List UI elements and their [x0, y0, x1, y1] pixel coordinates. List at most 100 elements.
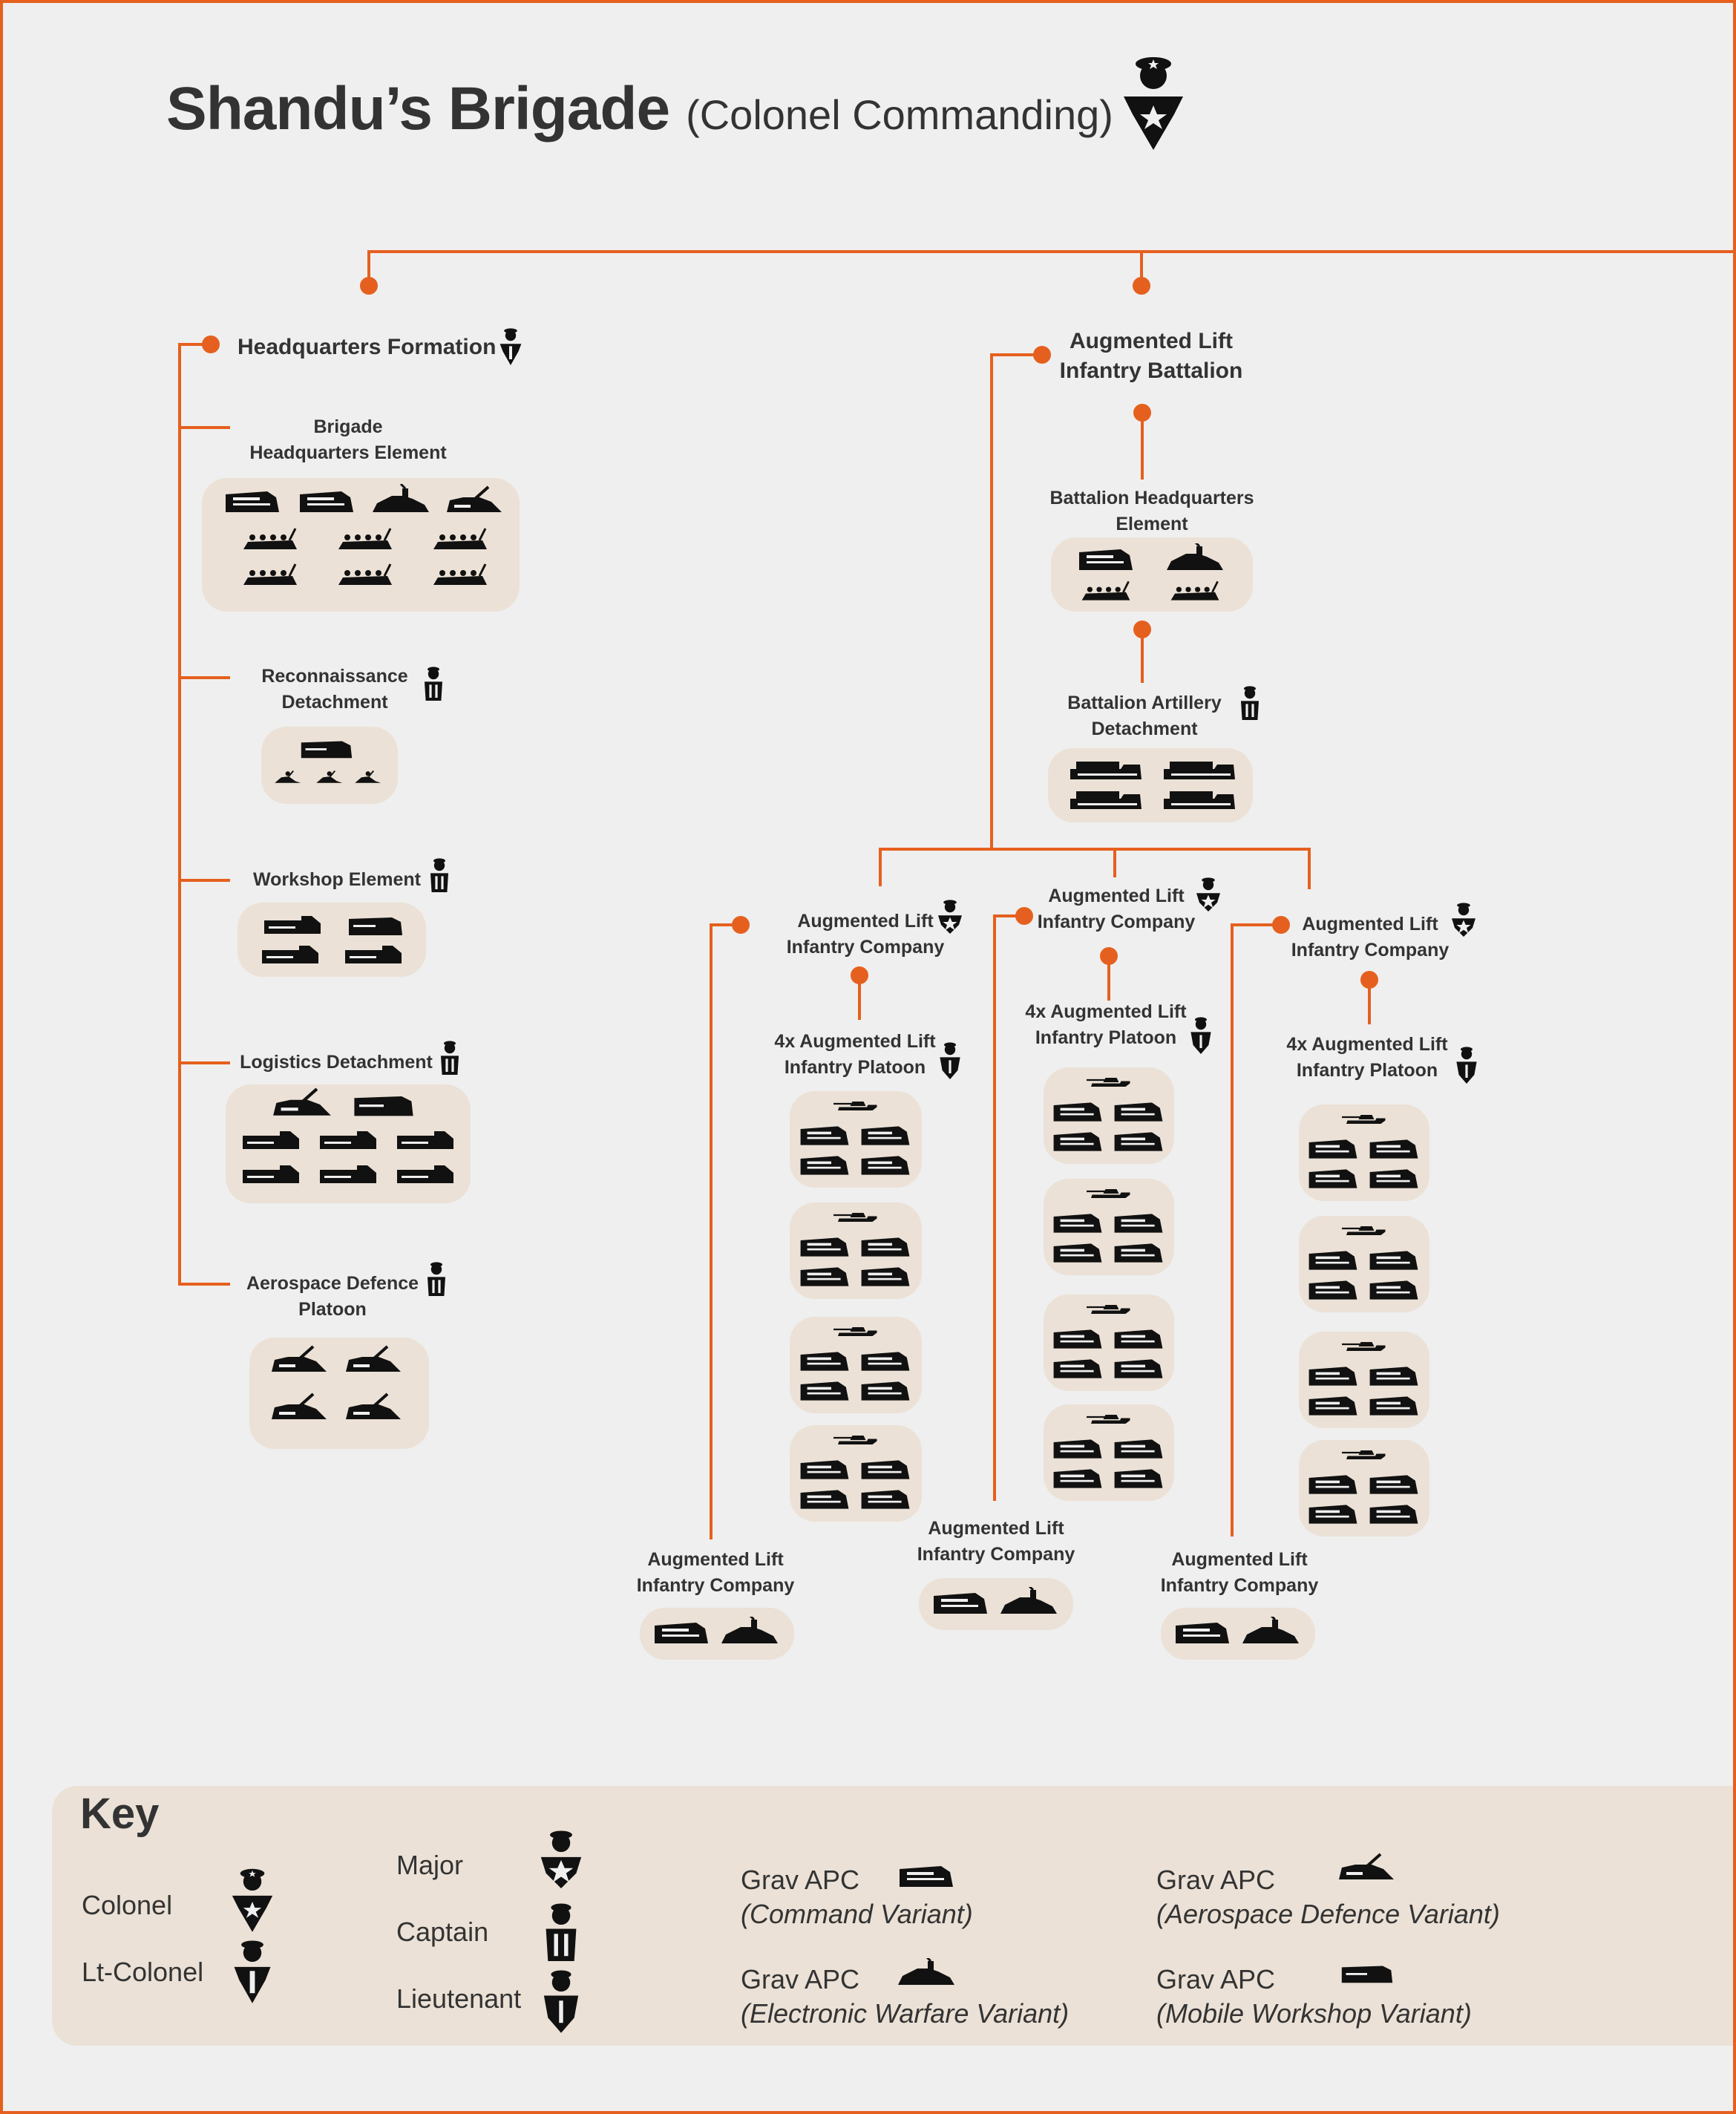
captain-rank-icon — [1235, 684, 1265, 726]
grav-apc-icon — [1051, 1128, 1104, 1155]
key-lt-colonel-label: Lt-Colonel — [82, 1957, 204, 1987]
grav-apc-icon — [1051, 1326, 1104, 1352]
grav-tank-icon — [1079, 1185, 1139, 1207]
connector-hq-drop — [367, 250, 370, 286]
grav-apc-icon — [859, 1122, 912, 1149]
grav-tank-icon — [1079, 1410, 1139, 1433]
grav-apc-ad-icon — [270, 1344, 330, 1379]
grav-apc-workshop-icon — [1339, 1958, 1395, 1988]
aerospace-box — [249, 1338, 429, 1449]
grav-apc-icon — [1112, 1355, 1165, 1382]
lt-colonel-rank-icon — [227, 1937, 278, 2009]
key-title: Key — [80, 1790, 160, 1838]
grav-apc-icon — [859, 1263, 912, 1290]
connector-dot — [1033, 346, 1051, 364]
grav-apc-icon — [1367, 1501, 1421, 1528]
grav-apc-icon — [1112, 1326, 1165, 1352]
infantry-icon — [1165, 577, 1225, 604]
grav-tank-icon — [1334, 1446, 1394, 1468]
grav-apc-icon — [1112, 1465, 1165, 1492]
connector-dot — [732, 916, 750, 934]
lieutenant-rank-icon — [536, 1967, 586, 2038]
grav-apc-command-icon — [652, 1617, 711, 1649]
key-apc-aerospace: Grav APC(Aerospace Defence Variant) — [1156, 1865, 1500, 1929]
major-rank-icon — [1449, 901, 1478, 943]
key-colonel-label: Colonel — [82, 1890, 173, 1920]
bhq-drop — [1141, 413, 1144, 480]
hq-branch — [178, 426, 230, 429]
grav-tank-icon — [826, 1323, 885, 1345]
grav-apc-icon — [859, 1348, 912, 1375]
grav-truck-icon — [313, 1159, 383, 1189]
company-1-spine-top — [710, 923, 741, 926]
infantry-icon — [240, 560, 300, 589]
grav-tank-icon — [1079, 1073, 1139, 1096]
hq-branch — [178, 1283, 230, 1286]
grav-tank-icon — [1334, 1222, 1394, 1244]
grav-bike-icon — [270, 763, 307, 790]
grav-apc-icon — [1367, 1277, 1421, 1303]
grav-apc-icon — [1112, 1128, 1165, 1155]
grav-truck-icon — [338, 940, 408, 969]
grav-apc-command-icon — [1076, 543, 1136, 576]
grav-apc-icon — [1306, 1247, 1360, 1274]
grav-apc-icon — [1306, 1136, 1360, 1162]
key-apc-ew: Grav APC(Electronic Warfare Variant) — [741, 1964, 1070, 2029]
key-major-label: Major — [396, 1850, 464, 1880]
grav-tank-icon — [1334, 1338, 1394, 1360]
grav-truck-icon — [255, 910, 330, 940]
page-title: Shandu’s Brigade (Colonel Commanding) — [166, 74, 1113, 144]
company-2-spine-top — [993, 914, 1024, 917]
grav-apc-icon — [859, 1486, 912, 1513]
grav-apc-command-icon — [931, 1587, 990, 1620]
recon-box — [261, 727, 398, 804]
grav-apc-workshop-icon — [298, 733, 355, 763]
major-rank-icon — [536, 1827, 586, 1899]
battalion-spine — [990, 353, 993, 851]
grav-apc-icon — [1051, 1465, 1104, 1492]
grav-apc-icon — [1112, 1240, 1165, 1266]
key-lieutenant-label: Lieutenant — [396, 1983, 522, 2014]
company-drop — [879, 848, 882, 886]
grav-tank-icon — [826, 1208, 885, 1231]
grav-apc-ad-icon — [344, 1344, 404, 1379]
workshop-box — [238, 903, 426, 977]
grav-apc-workshop-icon — [346, 910, 405, 940]
grav-apc-ew-icon — [999, 1587, 1058, 1620]
key-captain-label: Captain — [396, 1917, 489, 1947]
title-main: Shandu’s Brigade — [166, 75, 670, 143]
artillery-icon — [1063, 784, 1149, 814]
grav-truck-icon — [313, 1125, 383, 1155]
battalion-artillery-box — [1048, 748, 1253, 822]
grav-tank-icon — [1334, 1110, 1394, 1133]
grav-apc-icon — [798, 1456, 851, 1483]
key-apc-command: Grav APC(Command Variant) — [741, 1865, 973, 1929]
artillery-icon — [1156, 754, 1242, 784]
colonel-rank-icon — [1116, 53, 1190, 157]
hq-branch — [178, 879, 230, 882]
grav-tank-icon — [826, 1431, 885, 1453]
grav-apc-icon — [1367, 1363, 1421, 1390]
grav-truck-icon — [390, 1159, 460, 1189]
infantry-icon — [240, 524, 300, 554]
workshop-label: Workshop Element — [253, 869, 421, 890]
grav-tank-icon — [1079, 1300, 1139, 1323]
infantry-icon — [335, 524, 395, 554]
grav-apc-icon — [1051, 1210, 1104, 1237]
grav-tank-icon — [826, 1097, 885, 1119]
grav-apc-command-icon — [1173, 1617, 1232, 1649]
hq-spine-top — [178, 343, 211, 346]
grav-apc-icon — [1367, 1247, 1421, 1274]
title-subtitle: (Colonel Commanding) — [686, 91, 1113, 138]
grav-apc-icon — [1051, 1099, 1104, 1125]
connector-dot — [202, 336, 220, 353]
grav-bike-icon — [312, 763, 349, 790]
infantry-icon — [430, 524, 490, 554]
key-apc-workshop: Grav APC(Mobile Workshop Variant) — [1156, 1964, 1472, 2029]
grav-apc-icon — [1051, 1355, 1104, 1382]
